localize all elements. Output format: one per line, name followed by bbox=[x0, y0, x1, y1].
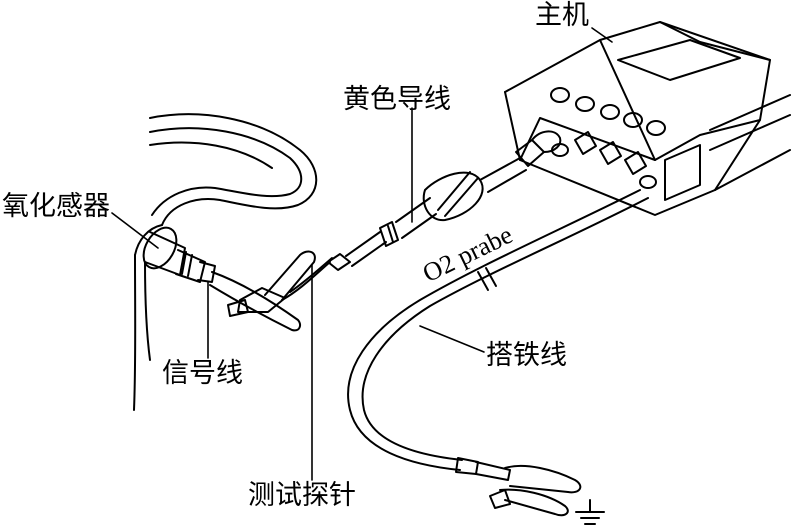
signal-wire bbox=[209, 271, 301, 332]
label-oxygen-sensor: 氧化感器 bbox=[2, 191, 110, 222]
label-ground-wire: 搭铁线 bbox=[486, 340, 567, 371]
ground-symbol-icon bbox=[575, 499, 605, 525]
label-host: 主机 bbox=[535, 0, 589, 31]
exhaust-pipe bbox=[133, 113, 318, 411]
ground-wire bbox=[347, 189, 649, 481]
label-signal-wire: 信号线 bbox=[162, 358, 243, 389]
host-unit bbox=[504, 21, 791, 216]
leader-lines bbox=[111, 27, 613, 481]
test-probe-clip bbox=[227, 250, 333, 317]
label-yellow-wire: 黄色导线 bbox=[343, 84, 451, 115]
label-test-probe: 测试探针 bbox=[248, 480, 356, 511]
ground-clip bbox=[489, 464, 582, 517]
